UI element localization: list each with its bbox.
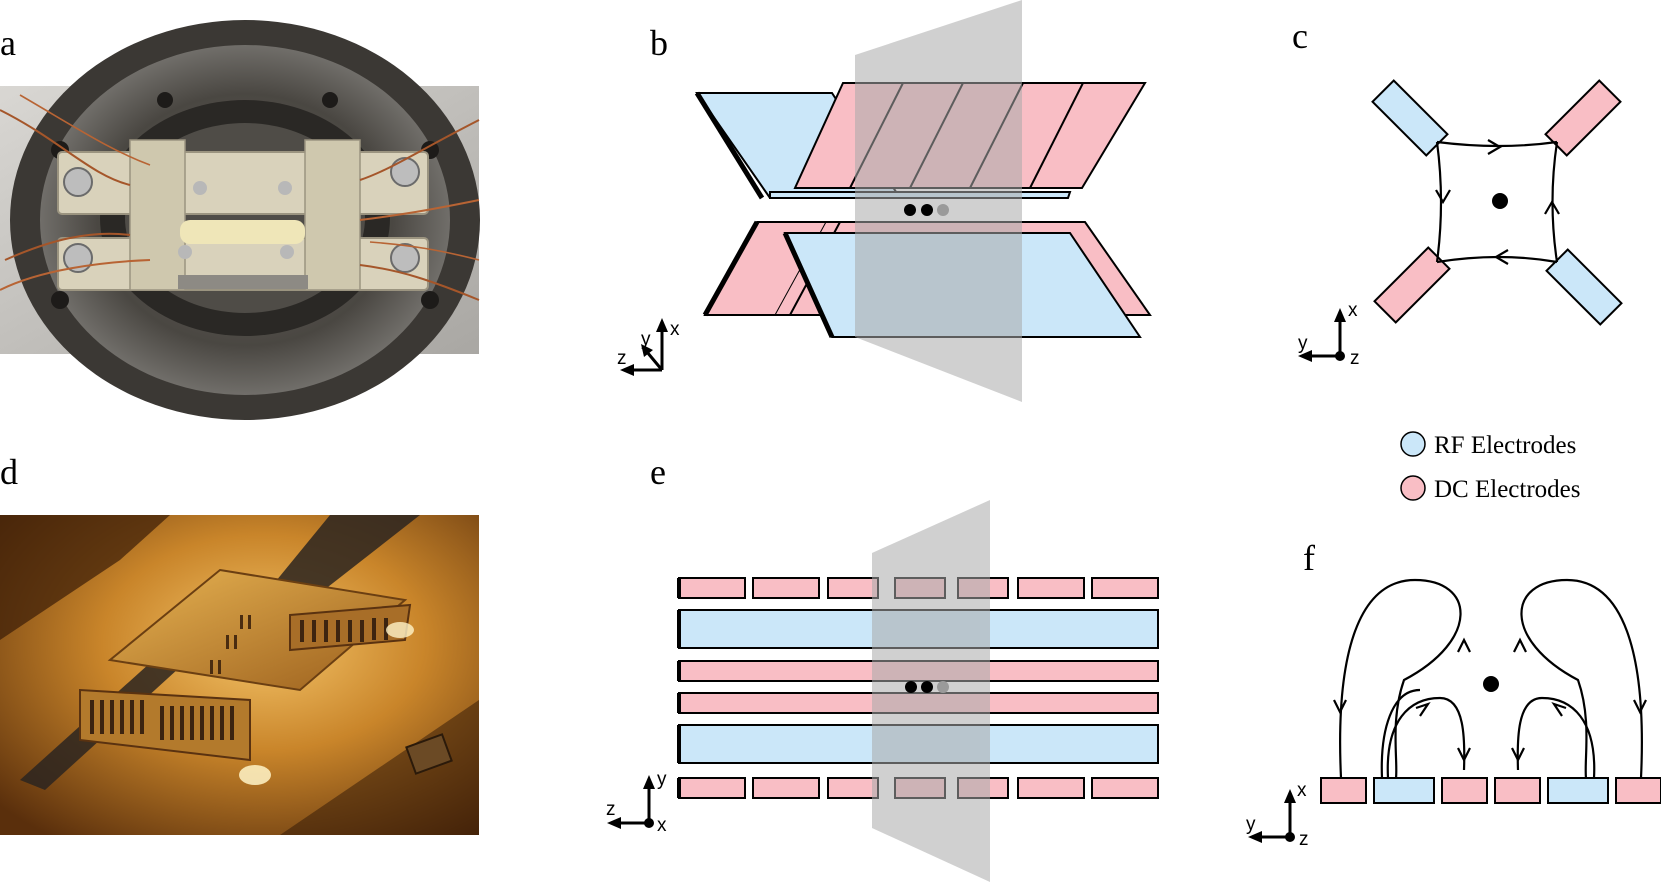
axis-label-x: x [657, 815, 667, 836]
slice-plane-b [855, 0, 1022, 402]
legend-swatch-dc [1400, 475, 1426, 501]
panel-letter-e: e [650, 452, 666, 492]
axes-c: x y z [1298, 300, 1360, 369]
axis-label-x: x [1297, 780, 1307, 801]
axis-label-y: y [657, 769, 667, 790]
legend-label-rf: RF Electrodes [1434, 432, 1576, 459]
axes-b: x y z [617, 318, 680, 376]
panel-letter-f: f [1303, 538, 1315, 578]
panel-letter-c: c [1292, 16, 1308, 56]
dc-electrode [1320, 777, 1367, 804]
panel-c-diagram: x y z [1298, 79, 1623, 369]
axis-label-y: y [641, 329, 651, 350]
axes-e: y z x [606, 769, 667, 836]
axis-label-z: z [617, 348, 627, 369]
legend: RF Electrodes DC Electrodes [1400, 431, 1580, 503]
axis-label-z: z [1350, 348, 1360, 369]
panel-e-diagram: y z x [606, 500, 1159, 882]
ion [1492, 193, 1508, 209]
dc-segment-row-top [678, 577, 1159, 599]
vacuum-flange-trap-photo [0, 20, 480, 420]
axis-label-z: z [1299, 829, 1309, 850]
legend-label-dc: DC Electrodes [1434, 476, 1580, 503]
dc-electrode [1494, 777, 1541, 804]
gold-chip-trap-photo [0, 515, 479, 835]
rf-electrode [1373, 777, 1435, 804]
ion [1483, 676, 1499, 692]
panel-letter-a: a [0, 23, 16, 63]
rf-electrode [1547, 777, 1609, 804]
axis-label-x: x [670, 319, 680, 340]
dc-electrode [1441, 777, 1488, 804]
ion [921, 204, 933, 216]
ion [905, 681, 917, 693]
ion [937, 681, 949, 693]
axis-label-y: y [1298, 333, 1308, 354]
dc-electrode-bottom-left [1373, 246, 1451, 324]
panel-letter-d: d [0, 452, 18, 492]
axes-f: x y z [1246, 780, 1309, 850]
axis-label-y: y [1246, 814, 1256, 835]
axis-label-x: x [1348, 300, 1358, 321]
dc-electrode [1615, 777, 1661, 804]
legend-swatch-rf [1400, 431, 1426, 457]
ion [921, 681, 933, 693]
panel-f-diagram: x y z [1246, 578, 1661, 850]
ion [937, 204, 949, 216]
axis-label-z: z [606, 799, 616, 820]
panel-b-diagram: x y z [617, 0, 1152, 402]
ion [904, 204, 916, 216]
panel-letter-b: b [650, 23, 668, 63]
